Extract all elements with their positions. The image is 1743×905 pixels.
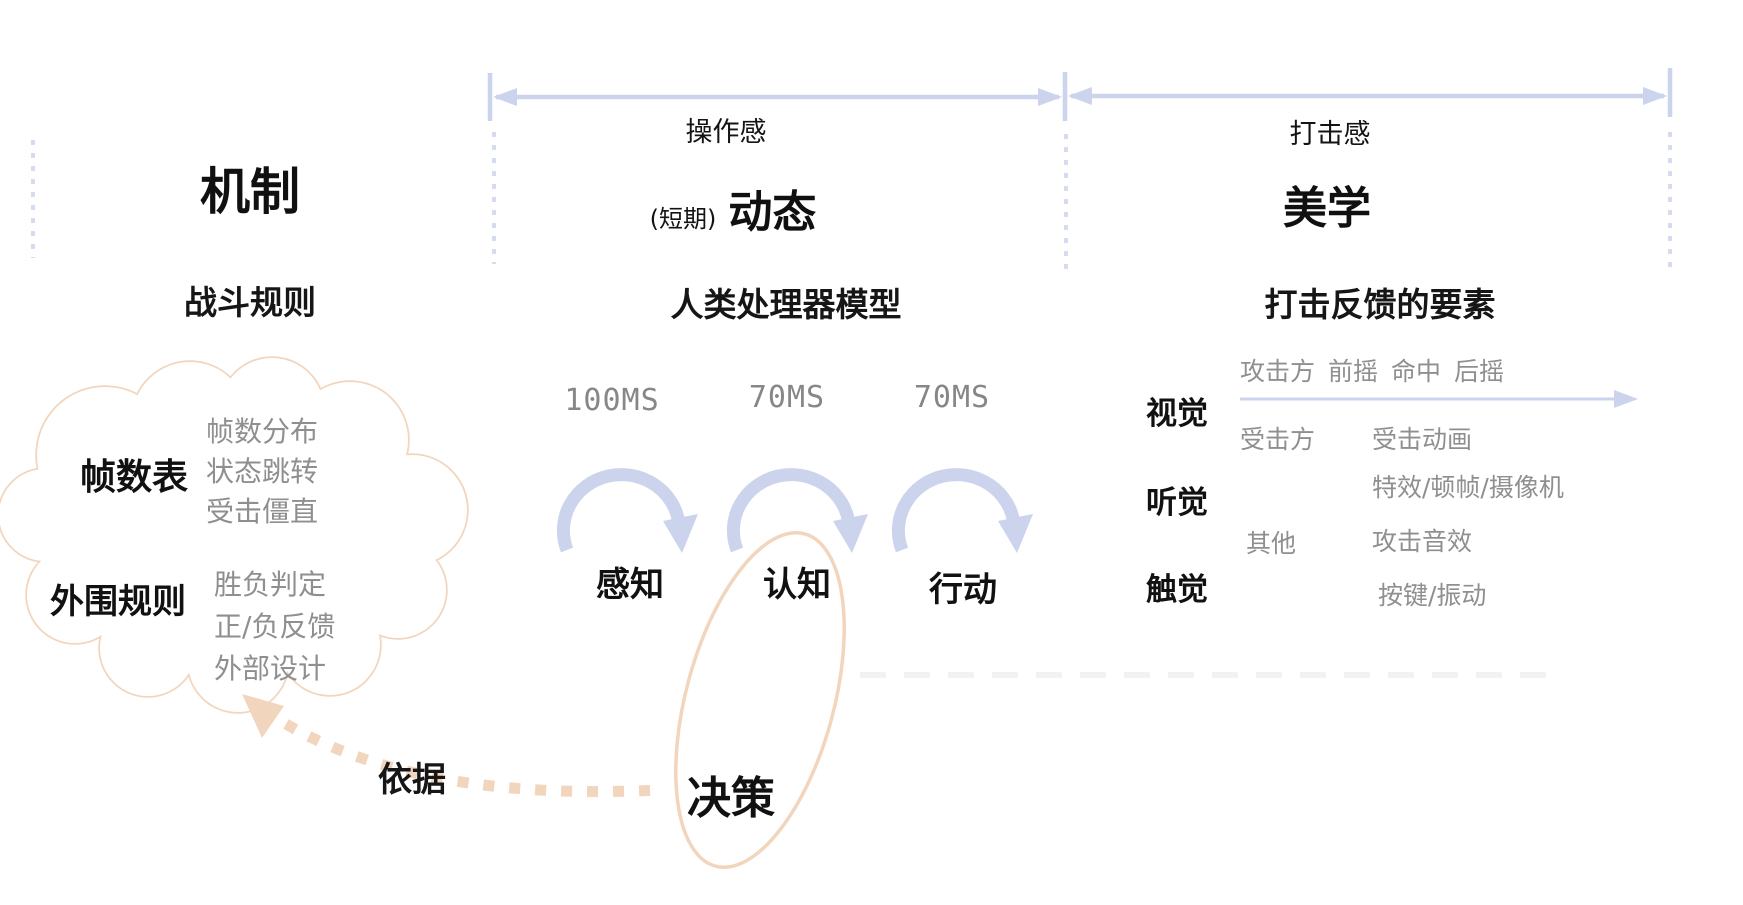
stage-label-action: 行动 [929, 570, 997, 610]
stage-time-action: 70MS [913, 380, 991, 415]
dynamics-feel-label: 操作感 [685, 117, 767, 148]
other-item-button-vibration: 按键/振动 [1378, 581, 1487, 610]
defender-item-fx-hitstop-camera: 特效/顿帧/摄像机 [1372, 473, 1564, 502]
cloud-item: 受击僵直 [206, 495, 319, 528]
mechanics-title: 机制 [200, 163, 300, 221]
cloud-item: 帧数分布 [206, 415, 319, 448]
decision-ellipse [674, 531, 846, 869]
cloud-item: 状态跳转 [206, 455, 319, 488]
cloud-heading-peripheral-rules: 外围规则 [50, 582, 186, 622]
faint-watermark-line [860, 672, 1560, 678]
cloud-heading-frame-table: 帧数表 [80, 457, 189, 498]
sense-auditory: 听觉 [1146, 485, 1208, 521]
mechanics-subtitle: 战斗规则 [184, 283, 316, 322]
basis-dotted-arrow [242, 694, 661, 798]
dynamics-title-row: (短期) 动态 [583, 176, 883, 240]
stage-time-cognition: 70MS [748, 380, 826, 415]
processor-arc-cognition [726, 468, 868, 553]
cloud-items-peripheral-rules: 胜负判定 正/负反馈 外部设计 [214, 564, 335, 690]
stage-label-cognition: 认知 [763, 565, 831, 605]
aesthetics-feel-label: 打击感 [1289, 119, 1371, 150]
defender-item-hit-animation: 受击动画 [1372, 425, 1473, 454]
cloud-item: 外部设计 [214, 652, 327, 685]
span-arrow-dynamics [487, 73, 1062, 121]
stage-time-perception: 100MS [564, 383, 660, 418]
stage-label-perception: 感知 [596, 565, 664, 605]
dynamics-title: 动态 [728, 187, 817, 238]
cloud-item: 正/负反馈 [214, 610, 336, 643]
sense-visual: 视觉 [1146, 396, 1208, 432]
phase-windup: 前摇 [1328, 357, 1379, 386]
attacker-phase-row: 攻击方 前摇 命中 后摇 [1240, 352, 1504, 388]
attack-timeline-arrow [1240, 390, 1638, 408]
dynamics-term-note: (短期) [649, 205, 717, 233]
span-arrow-aesthetics [1062, 68, 1673, 121]
cloud-items-frame-table: 帧数分布 状态跳转 受击僵直 [206, 412, 318, 532]
sense-tactile: 触觉 [1146, 572, 1208, 608]
decision-label: 决策 [687, 773, 775, 824]
attacker-label: 攻击方 [1240, 357, 1316, 386]
other-item-attack-sfx: 攻击音效 [1372, 527, 1473, 556]
cloud-item: 胜负判定 [214, 568, 327, 601]
defender-label: 受击方 [1240, 425, 1316, 454]
processor-arc-action [891, 468, 1033, 553]
dynamics-subtitle: 人类处理器模型 [670, 285, 902, 324]
phase-recovery: 后摇 [1454, 357, 1505, 386]
aesthetics-title: 美学 [1283, 183, 1371, 234]
phase-hit: 命中 [1391, 357, 1442, 386]
basis-label: 依据 [378, 760, 446, 800]
other-label: 其他 [1246, 529, 1297, 558]
processor-arc-perception [556, 468, 698, 553]
aesthetics-subtitle: 打击反馈的要素 [1264, 285, 1496, 324]
